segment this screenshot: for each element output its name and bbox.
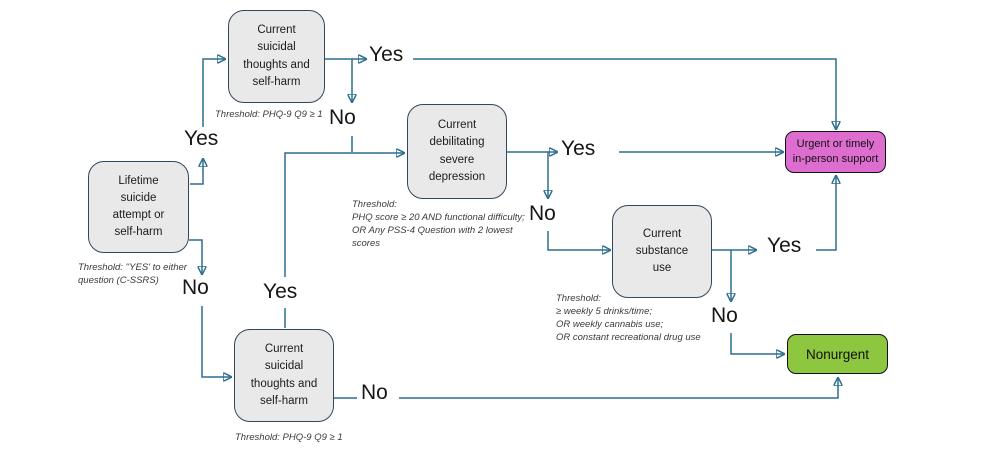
node-current-suicidal-top: Current suicidal thoughts and self-harm (228, 10, 325, 103)
edge-label-substance-yes: Yes (767, 234, 802, 257)
edge-label-depression-no: No (529, 202, 556, 225)
node-label: Current suicidal thoughts and self-harm (250, 343, 318, 407)
threshold-top-suicidal: Threshold: PHQ-9 Q9 ≥ 1 (215, 109, 323, 120)
threshold-substance: Threshold: ≥ weekly 5 drinks/time; OR we… (556, 293, 701, 343)
edge-bottom-no-2 (399, 378, 838, 399)
node-current-suicidal-bottom: Current suicidal thoughts and self-harm (234, 329, 334, 422)
node-label: Nonurgent (805, 346, 870, 362)
edge-top-yes-2 (413, 58, 836, 129)
node-severe-depression: Current debilitating severe depression (407, 104, 507, 199)
threshold-depression: Threshold: PHQ score ≥ 20 AND functional… (352, 199, 525, 249)
node-label: Lifetime suicide attempt or self-harm (112, 174, 165, 239)
node-label: Current suicidal thoughts and self-harm (243, 24, 310, 88)
edge-label-substance-no: No (711, 304, 738, 327)
edge-depression-no-2 (547, 231, 610, 250)
node-lifetime-attempt: Lifetime suicide attempt or self-harm (88, 161, 189, 253)
edge-lifetime-yes-1 (190, 159, 203, 185)
node-urgent-support: Urgent or timely in-person support (785, 131, 886, 173)
edge-substance-no-2 (730, 333, 784, 354)
edge-label-bottom-yes: Yes (263, 280, 298, 303)
threshold-bottom-suicidal: Threshold: PHQ-9 Q9 ≥ 1 (235, 432, 343, 443)
edge-lifetime-no-2 (201, 306, 231, 377)
edge-bottom-yes-2 (284, 153, 404, 277)
node-label: Current substance use (635, 227, 689, 275)
threshold-lifetime: Threshold: ''YES' to either question (C-… (78, 262, 187, 286)
node-label: Urgent or timely in-person support (792, 137, 879, 165)
edge-label-depression-yes: Yes (561, 137, 596, 160)
edge-label-top-no: No (329, 106, 356, 129)
edge-substance-yes-2 (816, 176, 836, 251)
edge-lifetime-yes-2 (202, 59, 225, 127)
node-substance-use: Current substance use (612, 205, 712, 298)
node-nonurgent: Nonurgent (787, 334, 888, 374)
edge-label-lifetime-yes: Yes (184, 127, 219, 150)
node-label: Current debilitating severe depression (428, 119, 486, 183)
edge-lifetime-no-1 (189, 239, 202, 274)
edge-label-top-yes: Yes (369, 43, 404, 66)
edge-label-bottom-no: No (361, 381, 388, 404)
edge-label-lifetime-no: No (182, 276, 209, 299)
